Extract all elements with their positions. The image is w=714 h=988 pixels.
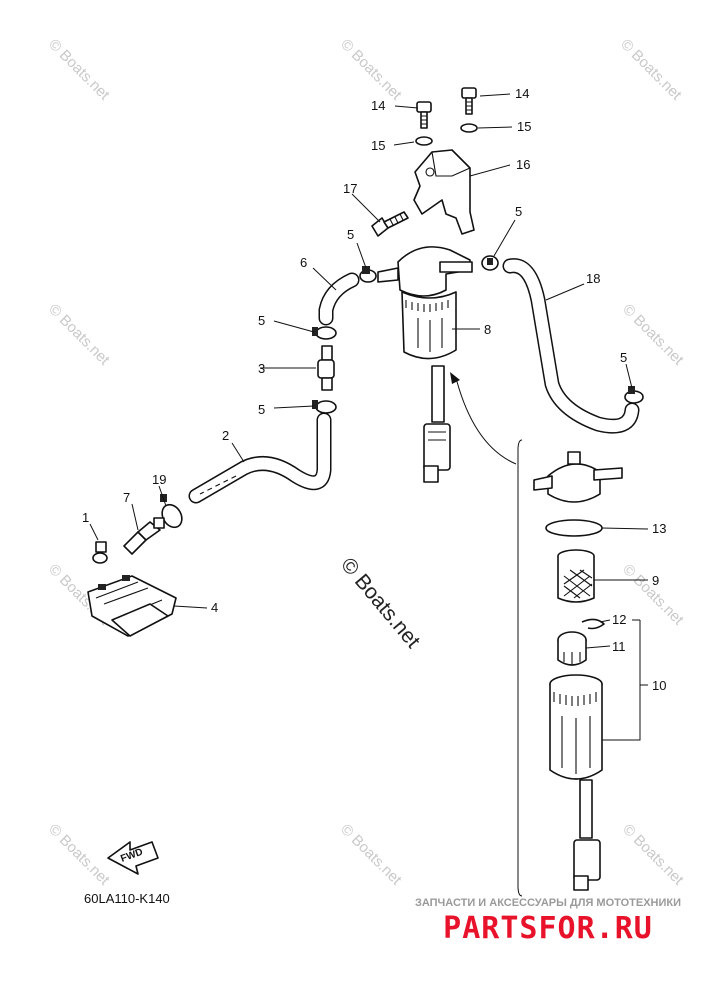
joint-7: [123, 517, 165, 555]
callout-5-lower-left: 5: [258, 402, 265, 417]
callout-13: 13: [652, 521, 666, 536]
callout-14-left: 14: [371, 98, 385, 113]
diagram-code: 60LA110-K140: [84, 891, 170, 906]
bracket-16: [413, 149, 475, 235]
callout-6: 6: [300, 255, 307, 270]
ring-12: [581, 618, 605, 630]
callout-5-upper-left: 5: [258, 313, 265, 328]
callout-17: 17: [343, 181, 357, 196]
watermark-mid-right: © Boats.net: [619, 301, 687, 369]
callout-2: 2: [222, 428, 229, 443]
callout-15-left: 15: [371, 138, 385, 153]
clamp-5-upper-left: [312, 326, 337, 340]
callout-3: 3: [258, 361, 265, 376]
brand-tagline: ЗАПЧАСТИ И АКСЕССУАРЫ ДЛЯ МОТОТЕХНИКИ: [415, 897, 681, 909]
callout-4: 4: [211, 600, 218, 615]
callout-5-top-left: 5: [347, 227, 354, 242]
watermark-bottom-right: © Boats.net: [619, 821, 687, 889]
callout-14-right: 14: [515, 86, 529, 101]
callout-19: 19: [152, 472, 166, 487]
watermark-low-right: © Boats.net: [619, 561, 687, 629]
element-9: [557, 549, 595, 603]
callout-5-right: 5: [620, 350, 627, 365]
fitting-1: [92, 541, 108, 564]
washer-15-right: [460, 123, 478, 133]
callout-10: 10: [652, 678, 666, 693]
screw-17: [371, 211, 409, 237]
o-ring-13: [545, 519, 603, 537]
callout-11: 11: [612, 639, 626, 654]
callout-8: 8: [484, 322, 491, 337]
watermark-top-center: © Boats.net: [337, 36, 405, 104]
bowl-10: [549, 674, 603, 891]
fwd-arrow-icon: FWD: [107, 841, 159, 875]
exploded-view-bracket: [517, 439, 523, 897]
callout-1: 1: [82, 510, 89, 525]
callouts: 14 14 15 15 16 17 5 5 6 18 8 5 3 5 5 2 1…: [82, 86, 666, 693]
clamp-5-top-left: [359, 266, 377, 283]
callout-12: 12: [612, 612, 626, 627]
exploded-view-arrow: [455, 377, 517, 465]
callout-5-top-right: 5: [515, 204, 522, 219]
bolt-14-left: [416, 101, 432, 129]
cap-11: [557, 631, 587, 666]
callout-16: 16: [516, 157, 530, 172]
washer-15-left: [415, 136, 433, 146]
holder-4: [87, 575, 177, 637]
callout-15-right: 15: [517, 119, 531, 134]
center-watermark: © Boats.net: [336, 553, 424, 652]
watermark-bottom-left: © Boats.net: [45, 821, 113, 889]
leader-lines: [89, 93, 649, 741]
callout-7: 7: [123, 490, 130, 505]
exploded-view-arrowhead: [450, 372, 460, 384]
clamp-5-right: [624, 386, 644, 404]
filter-head: [533, 451, 623, 503]
clamp-5-top-right: [481, 255, 499, 271]
bolt-14-right: [461, 87, 477, 115]
clamp-5-lower-left: [312, 400, 337, 414]
watermark-top-right: © Boats.net: [617, 36, 685, 104]
joint-3: [317, 345, 335, 391]
callout-9: 9: [652, 573, 659, 588]
watermark-bottom-center: © Boats.net: [337, 821, 405, 889]
brand-logo: PARTSFOR.RU: [443, 911, 653, 946]
watermark-mid-left: © Boats.net: [45, 301, 113, 369]
fuel-filter-8: [377, 246, 473, 483]
callout-18: 18: [586, 271, 600, 286]
watermark-top-left: © Boats.net: [45, 36, 113, 104]
